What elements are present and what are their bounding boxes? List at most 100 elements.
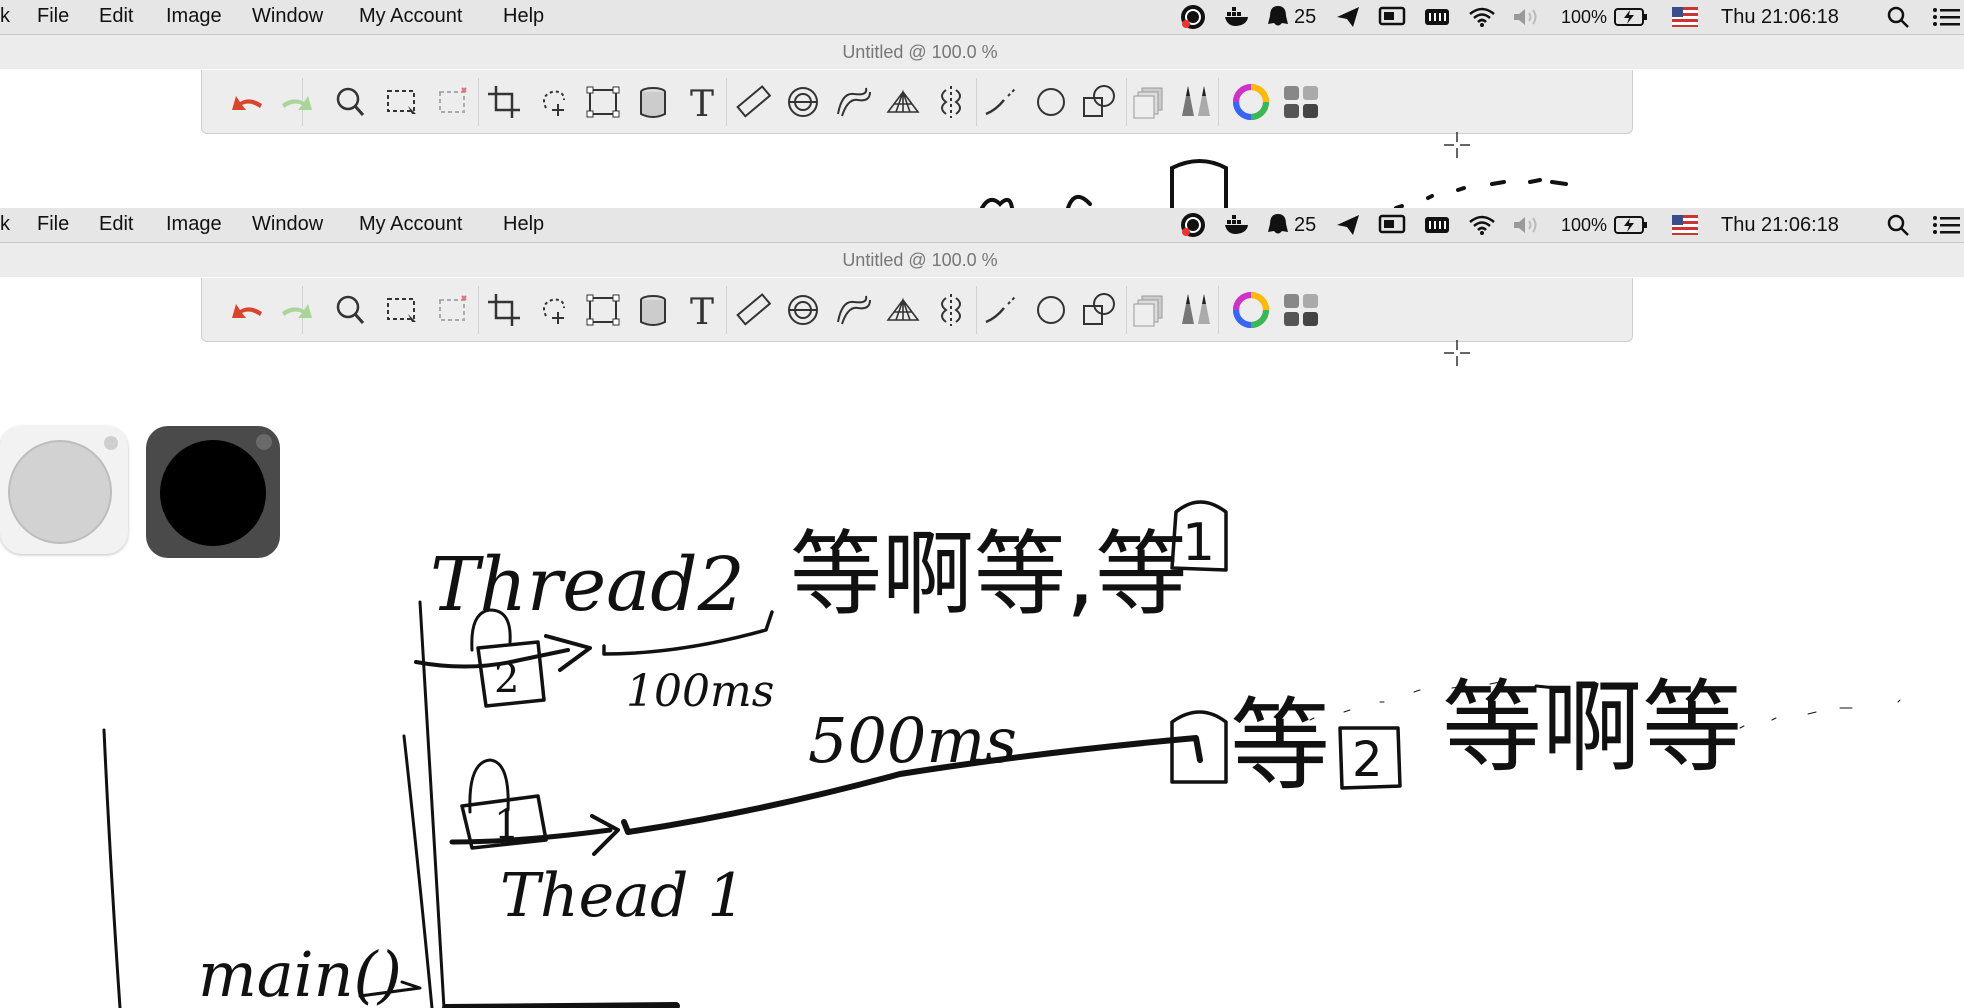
- layers-tool-button[interactable]: [1130, 290, 1172, 330]
- brush-size-puck[interactable]: [0, 426, 128, 554]
- menu-image[interactable]: Image: [166, 5, 222, 27]
- crop-tool-button[interactable]: [484, 82, 526, 122]
- curve-ruler-tool-button[interactable]: [832, 82, 874, 122]
- toolbar-separator: [478, 286, 479, 334]
- ruler-tool-button[interactable]: [732, 82, 774, 122]
- display-icon[interactable]: [1378, 212, 1406, 238]
- label-100ms: 100ms: [626, 666, 774, 717]
- docker-icon[interactable]: [1224, 4, 1252, 30]
- brushes-tool-button[interactable]: [1176, 290, 1218, 330]
- undo-tool-button[interactable]: [226, 82, 268, 122]
- magic-select-tool-button[interactable]: [432, 290, 474, 330]
- qq-icon[interactable]: [1267, 4, 1289, 30]
- volume-icon[interactable]: [1512, 4, 1542, 30]
- notification-center-icon[interactable]: [1932, 212, 1960, 238]
- spotlight-icon[interactable]: [1886, 4, 1910, 30]
- toolbar: T: [201, 70, 1633, 134]
- display-icon[interactable]: [1378, 4, 1406, 30]
- transform-tool-button[interactable]: [582, 290, 624, 330]
- memory-icon[interactable]: [1424, 4, 1450, 30]
- rect-select-tool-button[interactable]: [382, 82, 424, 122]
- send-icon[interactable]: [1335, 4, 1361, 30]
- qq-icon[interactable]: [1267, 212, 1289, 238]
- label-box-1: 1: [1182, 513, 1215, 573]
- color-wheel-tool-button[interactable]: [1230, 290, 1272, 330]
- svg-text:T: T: [690, 84, 714, 122]
- cylinder-tool-button[interactable]: [632, 290, 674, 330]
- toolbar-separator: [726, 78, 727, 126]
- redo-tool-button[interactable]: [276, 290, 318, 330]
- menu-edit[interactable]: Edit: [99, 5, 134, 27]
- clock[interactable]: Thu 21:06:18: [1721, 213, 1839, 236]
- color-puck[interactable]: [146, 426, 280, 558]
- ellipse-tool-button[interactable]: [1030, 290, 1072, 330]
- zoom-tool-button[interactable]: [330, 82, 372, 122]
- drawing-canvas[interactable]: [0, 134, 1964, 208]
- text-tool-button[interactable]: T: [682, 82, 724, 122]
- mirror-tool-button[interactable]: [930, 82, 972, 122]
- perspective-tool-button[interactable]: [882, 290, 924, 330]
- crop-tool-button[interactable]: [484, 290, 526, 330]
- menu-app-partial[interactable]: k: [0, 213, 10, 235]
- wifi-icon[interactable]: [1468, 4, 1496, 30]
- brushes-tool-button[interactable]: [1176, 82, 1218, 122]
- rect-select-tool-button[interactable]: [382, 290, 424, 330]
- us-flag-icon[interactable]: [1672, 212, 1698, 238]
- menu-file[interactable]: File: [37, 5, 70, 27]
- clock[interactable]: Thu 21:06:18: [1721, 5, 1839, 28]
- toolbar-separator: [1218, 286, 1219, 334]
- mirror-tool-button[interactable]: [930, 290, 972, 330]
- layers-icon: [1133, 295, 1163, 327]
- shapes-tool-button[interactable]: [1078, 290, 1120, 330]
- battery-icon[interactable]: [1614, 4, 1648, 30]
- volume-icon[interactable]: [1512, 212, 1542, 238]
- menu-edit[interactable]: Edit: [99, 213, 134, 235]
- stroke-tool-button[interactable]: [980, 82, 1022, 122]
- menu-window[interactable]: Window: [252, 213, 324, 235]
- curve-ruler-tool-button[interactable]: [832, 290, 874, 330]
- cylinder-icon: [640, 295, 666, 326]
- ruler-tool-button[interactable]: [732, 290, 774, 330]
- menu-my-account[interactable]: My Account: [359, 213, 463, 235]
- menu-my-account[interactable]: My Account: [359, 5, 463, 27]
- magic-select-tool-button[interactable]: [432, 82, 474, 122]
- perspective-tool-button[interactable]: [882, 82, 924, 122]
- spotlight-icon[interactable]: [1886, 212, 1910, 238]
- ellipse-tool-button[interactable]: [1030, 82, 1072, 122]
- obs-icon[interactable]: [1180, 4, 1206, 30]
- docker-icon[interactable]: [1224, 212, 1252, 238]
- us-flag-icon[interactable]: [1672, 4, 1698, 30]
- menu-help[interactable]: Help: [503, 213, 545, 235]
- mirror-icon: [941, 294, 961, 326]
- cylinder-tool-button[interactable]: [632, 82, 674, 122]
- menu-app-partial[interactable]: k: [0, 5, 10, 27]
- perspective-icon: [886, 297, 920, 321]
- palette-tool-button[interactable]: [1280, 290, 1322, 330]
- menu-image[interactable]: Image: [166, 213, 222, 235]
- drawing-canvas[interactable]: Thread2 100ms 500ms 2 1 Thead 1 main() 等…: [0, 342, 1964, 1008]
- notification-center-icon[interactable]: [1932, 4, 1960, 30]
- symmetry-icon: [788, 87, 818, 117]
- stroke-tool-button[interactable]: [980, 290, 1022, 330]
- obs-icon[interactable]: [1180, 212, 1206, 238]
- text-tool-button[interactable]: T: [682, 290, 724, 330]
- battery-icon[interactable]: [1614, 212, 1648, 238]
- lasso-tool-button[interactable]: [534, 290, 576, 330]
- symmetry-tool-button[interactable]: [782, 290, 824, 330]
- zoom-tool-button[interactable]: [330, 290, 372, 330]
- shapes-tool-button[interactable]: [1078, 82, 1120, 122]
- menu-help[interactable]: Help: [503, 5, 545, 27]
- palette-tool-button[interactable]: [1280, 82, 1322, 122]
- transform-tool-button[interactable]: [582, 82, 624, 122]
- redo-tool-button[interactable]: [276, 82, 318, 122]
- lasso-tool-button[interactable]: [534, 82, 576, 122]
- undo-tool-button[interactable]: [226, 290, 268, 330]
- menu-window[interactable]: Window: [252, 5, 324, 27]
- menu-file[interactable]: File: [37, 213, 70, 235]
- wifi-icon[interactable]: [1468, 212, 1496, 238]
- layers-tool-button[interactable]: [1130, 82, 1172, 122]
- memory-icon[interactable]: [1424, 212, 1450, 238]
- color-wheel-tool-button[interactable]: [1230, 82, 1272, 122]
- send-icon[interactable]: [1335, 212, 1361, 238]
- symmetry-tool-button[interactable]: [782, 82, 824, 122]
